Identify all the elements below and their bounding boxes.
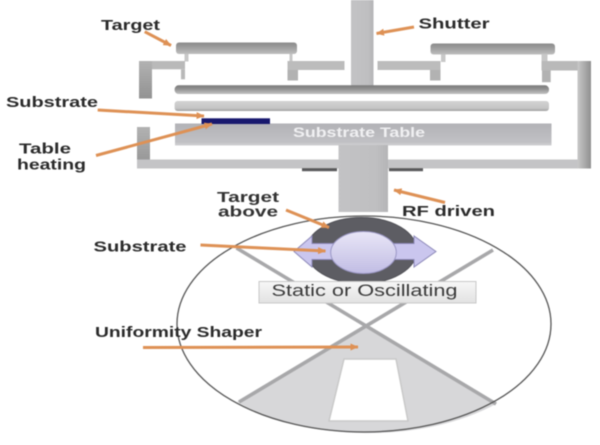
svg-text:RF driven: RF driven [402, 203, 495, 220]
svg-text:Target: Target [217, 189, 279, 206]
svg-text:Static or Oscillating: Static or Oscillating [272, 282, 458, 300]
svg-text:above: above [218, 204, 278, 221]
svg-text:Target: Target [101, 17, 160, 34]
svg-text:Table: Table [19, 141, 71, 158]
svg-text:Substrate: Substrate [6, 94, 98, 111]
svg-text:heating: heating [17, 157, 86, 174]
svg-text:Substrate: Substrate [94, 239, 187, 256]
svg-text:Uniformity Shaper: Uniformity Shaper [95, 324, 262, 341]
svg-text:Substrate Table: Substrate Table [293, 125, 426, 140]
svg-text:Shutter: Shutter [419, 16, 490, 33]
